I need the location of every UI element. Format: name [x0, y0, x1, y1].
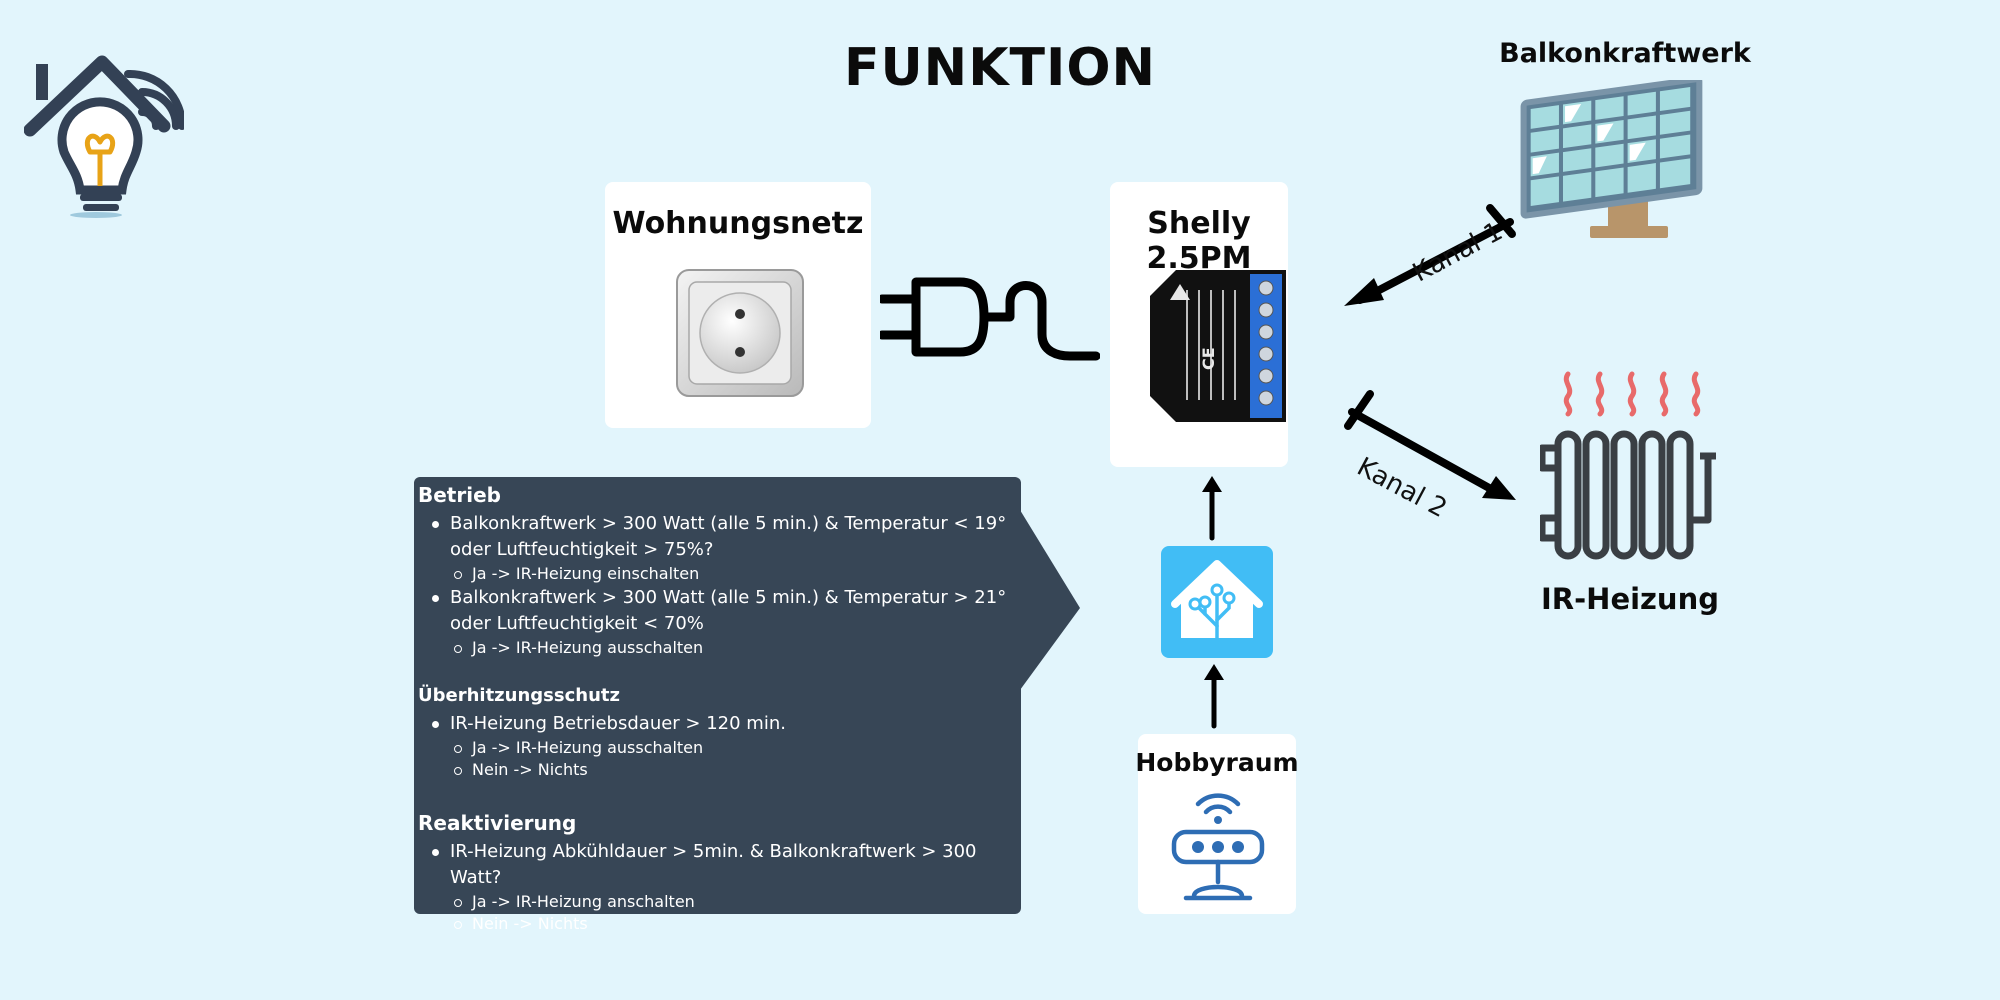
shelly-card: Shelly 2.5PM CE [1110, 182, 1288, 467]
shelly-label: Shelly 2.5PM [1146, 206, 1252, 276]
wohnungsnetz-label: Wohnungsnetz [612, 206, 864, 241]
arrow-to-homeassistant [1202, 662, 1226, 734]
page-title: FUNKTION [843, 38, 1157, 98]
reaktivierung-heading: Reaktivierung [418, 811, 577, 835]
info-panel-pointer [1020, 510, 1082, 694]
ueberhitzung-list: IR-Heizung Betriebsdauer > 120 min. Ja -… [418, 711, 1015, 781]
betrieb-list: Balkonkraftwerk > 300 Watt (alle 5 min.)… [418, 511, 1015, 659]
ueberhitzung-heading: Überhitzungsschutz [418, 685, 620, 706]
arrow-to-shelly [1200, 474, 1224, 546]
reaktivierung-rule-1-no: Nein -> Nichts [418, 913, 1015, 935]
betrieb-rule-2-result: Ja -> IR-Heizung ausschalten [418, 637, 1015, 659]
kanal1-arrow [1340, 200, 1520, 314]
reaktivierung-list: IR-Heizung Abkühldauer > 5min. & Balkonk… [418, 839, 1015, 935]
wohnungsnetz-card: Wohnungsnetz [605, 182, 871, 428]
temperature-sensor-icon [1170, 786, 1266, 906]
shelly-relay-icon: CE [1150, 270, 1286, 426]
betrieb-heading: Betrieb [418, 483, 501, 507]
betrieb-rule-1: Balkonkraftwerk > 300 Watt (alle 5 min.)… [418, 511, 1015, 563]
heizung-label: IR-Heizung [1541, 582, 1719, 616]
ueberhitzung-rule-1: IR-Heizung Betriebsdauer > 120 min. [418, 711, 1015, 737]
plug-cable-icon [877, 272, 1101, 366]
betrieb-rule-2: Balkonkraftwerk > 300 Watt (alle 5 min.)… [418, 585, 1015, 637]
kanal2-arrow [1340, 390, 1520, 514]
home-assistant-icon [1161, 546, 1273, 662]
smart-home-bulb-logo-icon [23, 34, 186, 219]
reaktivierung-rule-1: IR-Heizung Abkühldauer > 5min. & Balkonk… [418, 839, 1015, 891]
svg-text:CE: CE [1199, 347, 1218, 370]
reaktivierung-rule-1-yes: Ja -> IR-Heizung anschalten [418, 891, 1015, 913]
solar-panel-icon [1520, 76, 1740, 250]
radiator-icon [1538, 370, 1740, 574]
ueberhitzung-rule-1-no: Nein -> Nichts [418, 759, 1015, 781]
power-socket-icon [675, 268, 805, 402]
rules-panel: Betrieb Balkonkraftwerk > 300 Watt (alle… [414, 477, 1021, 933]
hobbyraum-card: Hobbyraum [1135, 734, 1299, 914]
balkonkraftwerk-label: Balkonkraftwerk [1499, 38, 1751, 69]
betrieb-rule-1-result: Ja -> IR-Heizung einschalten [418, 563, 1015, 585]
ueberhitzung-rule-1-yes: Ja -> IR-Heizung ausschalten [418, 737, 1015, 759]
hobbyraum-label: Hobbyraum [1135, 748, 1299, 777]
